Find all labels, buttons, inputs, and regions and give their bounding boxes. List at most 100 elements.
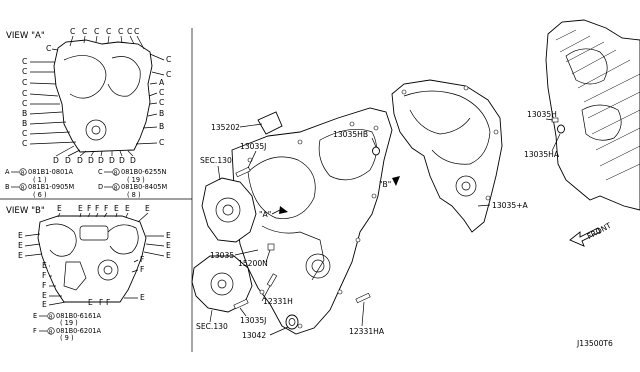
front-label: FRONT xyxy=(586,221,613,241)
view-a-letter: C xyxy=(22,57,27,66)
view-b-letter: E xyxy=(125,204,130,213)
view-a-letter: C xyxy=(159,98,164,107)
view-a-letter: D xyxy=(53,156,59,165)
rear-cover-rib xyxy=(403,90,491,165)
main-assembly: 135202 13035J SEC.130 "A" 13035 15200N 1… xyxy=(191,107,393,340)
bolt-hole xyxy=(373,125,379,131)
view-a-letter: C xyxy=(134,27,139,36)
view-a-letter: C xyxy=(70,27,75,36)
engine-block: 13035H 13035HA xyxy=(524,19,640,211)
rear-cover-hole xyxy=(455,175,477,197)
view-a-marker: "A" xyxy=(259,210,271,219)
legend-part-number: 081B0-8405M xyxy=(121,183,167,191)
view-a-legend: A B 081B1-0801A ( 1 ) B B 081B1-0905M ( … xyxy=(5,168,167,199)
bolt-symbol: B xyxy=(114,171,118,177)
view-b-letter: E xyxy=(140,293,145,302)
view-a-letter: C xyxy=(22,78,27,87)
view-a-letter: C xyxy=(22,67,27,76)
callout-sec130-bottom: SEC.130 xyxy=(196,322,228,331)
callout-12331h: 12331H xyxy=(263,297,293,306)
bolt-hole xyxy=(297,139,303,145)
view-a-cover-rib xyxy=(63,55,107,99)
view-a-letter: C xyxy=(22,89,27,98)
dowel-pin xyxy=(233,298,249,310)
legend-part-number: 081B1-0905M xyxy=(28,183,74,191)
bracket-135202 xyxy=(257,111,283,135)
view-a-letter: C xyxy=(127,27,132,36)
view-a-top-letters: C C C C C C C xyxy=(69,27,145,50)
callout-sec130-top: SEC.130 xyxy=(200,156,232,165)
view-b-letter: E xyxy=(78,204,83,213)
dowel-pin xyxy=(355,292,371,304)
bolt-hole xyxy=(297,323,303,329)
view-b-letter: E xyxy=(18,241,23,250)
view-a-crank-hole xyxy=(85,119,107,141)
view-a-letter: D xyxy=(65,156,71,165)
view-b-letter: E xyxy=(42,291,47,300)
view-a-letter: D xyxy=(119,156,125,165)
view-b-cover-hole xyxy=(103,265,113,275)
bolt-symbol: B xyxy=(21,171,25,177)
legend-key: B xyxy=(5,183,10,191)
view-b-cover-window xyxy=(79,225,109,241)
view-a-letter: B xyxy=(159,109,164,118)
view-b-left-letters: E E E E F F E E xyxy=(18,231,67,309)
crank-seal-bore xyxy=(305,253,331,279)
view-a-letter: C xyxy=(166,55,171,64)
cover-pocket xyxy=(247,156,316,219)
legend-qty: ( 1 ) xyxy=(33,176,47,184)
view-b-letter: F xyxy=(42,281,46,290)
bolt-hole xyxy=(485,195,491,201)
view-a-letter: C xyxy=(22,99,27,108)
view-b-cover-pocket xyxy=(63,261,87,291)
view-a-letter: B xyxy=(22,109,27,118)
rear-cover-assembly: 13035HB "B" 13035+A xyxy=(333,79,529,233)
view-b-letter: E xyxy=(114,204,119,213)
view-b-legend: E B 081B0-6161A ( 19 ) F B 081B0-6201A (… xyxy=(33,312,101,342)
cover-pocket xyxy=(318,129,377,181)
bolt-hole xyxy=(401,89,407,95)
view-b-letter: E xyxy=(88,298,93,307)
view-b-bottom-letters: E F F xyxy=(88,298,110,307)
view-b-letter: F xyxy=(99,298,103,307)
block-boss xyxy=(565,48,608,85)
view-a-letter: C xyxy=(159,138,164,147)
plug xyxy=(267,243,275,251)
callout-13035hb: 13035HB xyxy=(333,130,368,139)
legend-qty: ( 19 ) xyxy=(60,319,78,327)
view-b-title: VIEW "B" xyxy=(6,206,45,216)
view-b-panel: VIEW "B" E E F F F E E E E E E E F F E E xyxy=(6,204,171,342)
engine-block-drawing xyxy=(545,19,640,211)
block-boss xyxy=(581,104,622,141)
callout-13035j-top: 13035J xyxy=(240,142,266,151)
view-b-letter: E xyxy=(166,241,171,250)
view-a-cover-outline xyxy=(53,39,153,153)
legend-qty: ( 9 ) xyxy=(60,334,74,342)
view-b-cover-rib xyxy=(107,224,139,255)
bolt-hole xyxy=(337,289,343,295)
view-a-letter: C xyxy=(46,44,51,53)
view-a-panel: VIEW "A" C C C C C C C C C C C C C B B xyxy=(5,27,171,199)
view-b-right-letters: E E E F F E xyxy=(124,231,171,302)
callout-13035j-bottom: 13035J xyxy=(240,316,266,325)
view-a-letter: D xyxy=(98,156,104,165)
legend-part-number: 081B0-6201A xyxy=(56,327,101,335)
legend-qty: ( 19 ) xyxy=(127,176,145,184)
housing-pulley xyxy=(217,279,227,289)
bolt-hole xyxy=(371,193,377,199)
cover-rib xyxy=(261,225,325,281)
dowel-pin xyxy=(266,273,278,287)
view-b-letter: E xyxy=(18,251,23,260)
view-b-letter: E xyxy=(57,204,62,213)
view-a-letter: D xyxy=(109,156,115,165)
view-b-arrow-icon xyxy=(392,176,400,186)
bolt-hole xyxy=(493,129,499,135)
view-b-top-letters: E E F F F E E E xyxy=(57,204,150,223)
rear-cover-rib xyxy=(409,109,471,135)
pump-pulley xyxy=(215,197,241,223)
view-a-arrow-icon xyxy=(279,206,288,214)
pump-pulley xyxy=(222,204,234,216)
bolt-symbol: B xyxy=(114,186,118,192)
view-a-crank-hole xyxy=(91,125,101,135)
view-b-letter: F xyxy=(95,204,99,213)
